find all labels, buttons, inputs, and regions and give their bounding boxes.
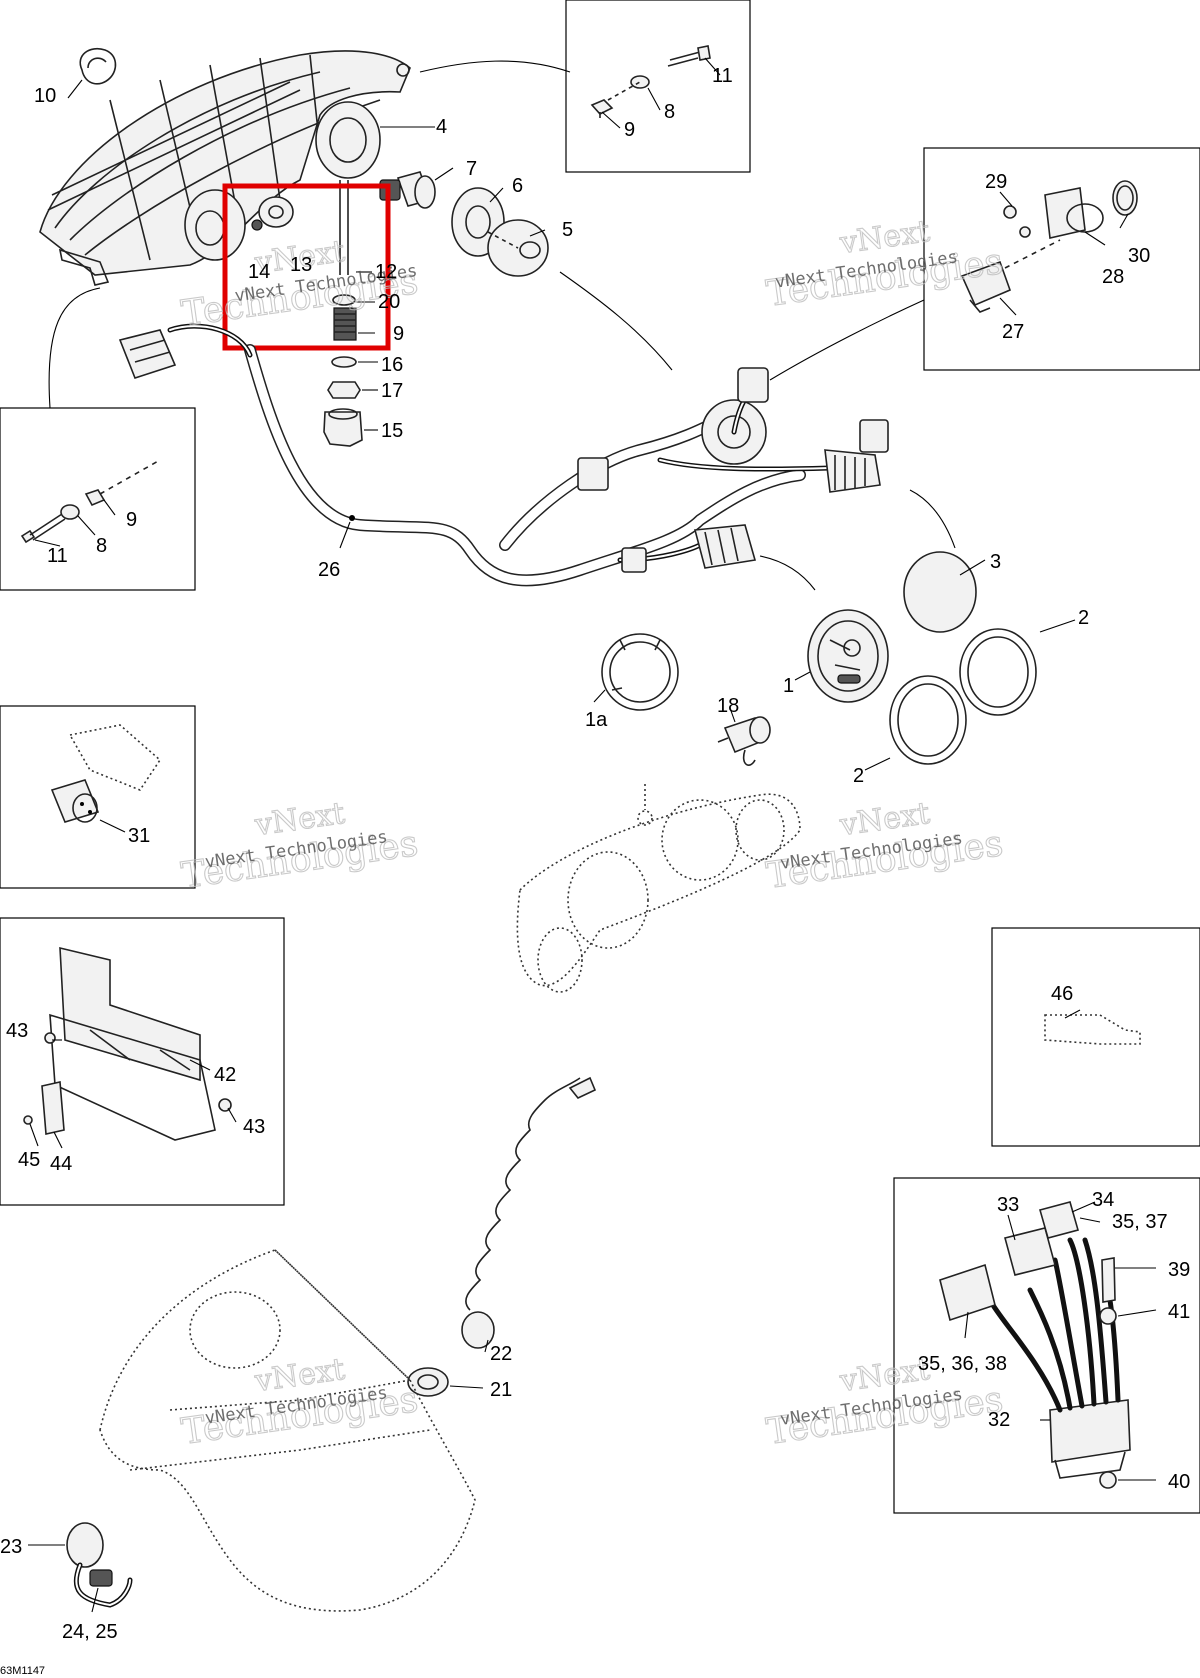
callout-45: 45 xyxy=(18,1149,40,1171)
callout-18: 18 xyxy=(717,695,739,717)
clip-part-10 xyxy=(79,48,117,85)
callout-4: 4 xyxy=(436,116,447,138)
bracket-assembly xyxy=(23,946,232,1141)
fasteners-11-8-9-left xyxy=(20,459,161,544)
switch-part-23 xyxy=(66,1522,133,1608)
callout-28: 28 xyxy=(1102,266,1124,288)
connector-31 xyxy=(50,724,162,823)
callout-9: 9 xyxy=(126,509,137,531)
callout-23: 23 xyxy=(0,1536,22,1558)
inset-box-bracket xyxy=(0,917,285,1206)
leader-lines xyxy=(28,57,1157,1613)
callout-27: 27 xyxy=(1002,321,1024,343)
callout-labels: 10 11 8 9 4 7 6 5 13 14 12 20 9 16 17 15… xyxy=(0,65,1190,1677)
regulator-assembly xyxy=(939,1201,1131,1489)
callout-33: 33 xyxy=(997,1194,1019,1216)
callout-26: 26 xyxy=(318,559,340,581)
callout-15: 15 xyxy=(381,420,403,442)
callout-21: 21 xyxy=(490,1379,512,1401)
inset-box-fasteners-left xyxy=(0,407,196,591)
bulb-socket-grommet xyxy=(379,171,549,277)
callout-9: 9 xyxy=(624,119,635,141)
callout-31: 31 xyxy=(128,825,150,847)
callout-2: 2 xyxy=(1078,607,1089,629)
sensor-parts xyxy=(960,180,1138,313)
callout-24-25: 24, 25 xyxy=(62,1621,118,1643)
callout-10: 10 xyxy=(34,85,56,107)
callout-41: 41 xyxy=(1168,1301,1190,1323)
callout-3: 3 xyxy=(990,551,1001,573)
callout-40: 40 xyxy=(1168,1471,1190,1493)
inset-box-fasteners-top xyxy=(565,0,751,173)
callout-11: 11 xyxy=(47,545,68,567)
callout-1: 1 xyxy=(783,675,794,697)
callout-8: 8 xyxy=(664,101,675,123)
wiring-harness-26 xyxy=(118,323,889,587)
inset-box-part-46 xyxy=(991,927,1200,1147)
callout-42: 42 xyxy=(214,1064,236,1086)
callout-39: 39 xyxy=(1168,1259,1190,1281)
dashboard-outline xyxy=(516,784,801,993)
callout-29: 29 xyxy=(985,171,1007,193)
figure-code: 63M1147 xyxy=(0,1665,45,1677)
inset-box-regulator xyxy=(893,1177,1200,1514)
callout-30: 30 xyxy=(1128,245,1150,267)
headlight-assembly xyxy=(39,50,411,286)
callout-2: 2 xyxy=(853,765,864,787)
callout-7: 7 xyxy=(466,158,477,180)
callout-46: 46 xyxy=(1051,983,1073,1005)
callout-6: 6 xyxy=(512,175,523,197)
callout-43: 43 xyxy=(243,1116,265,1138)
gauges xyxy=(601,551,1037,765)
callout-22: 22 xyxy=(490,1343,512,1365)
safety-lanyard xyxy=(407,1076,597,1397)
callout-5: 5 xyxy=(562,219,573,241)
callout-35-36-38: 35, 36, 38 xyxy=(918,1353,1007,1375)
callout-8: 8 xyxy=(96,535,107,557)
callout-11: 11 xyxy=(712,65,733,87)
dotted-body-panel xyxy=(99,1249,476,1612)
highlight-box xyxy=(222,183,391,351)
callout-16: 16 xyxy=(381,354,403,376)
callout-34: 34 xyxy=(1092,1189,1114,1211)
callout-44: 44 xyxy=(50,1153,72,1175)
callout-43: 43 xyxy=(6,1020,28,1042)
inset-box-sensor xyxy=(923,147,1200,371)
fasteners-11-8-9-top xyxy=(590,45,711,118)
inset-box-connector-31 xyxy=(0,705,196,889)
callout-1a: 1a xyxy=(585,709,608,731)
inset-boxes xyxy=(0,0,1200,1514)
part-46 xyxy=(1044,1014,1141,1045)
callout-13: 13 xyxy=(290,254,312,276)
callout-17: 17 xyxy=(381,380,403,402)
callout-9: 9 xyxy=(393,323,404,345)
callout-32: 32 xyxy=(988,1409,1010,1431)
callout-14: 14 xyxy=(248,261,270,283)
callout-20: 20 xyxy=(378,291,400,313)
callout-35-37: 35, 37 xyxy=(1112,1211,1168,1233)
callout-12: 12 xyxy=(375,261,397,283)
watermarks: vNext Technologies vNext Technologies vN… xyxy=(178,213,1006,1453)
adjuster-stack xyxy=(251,180,363,447)
switch-part-18 xyxy=(717,716,771,766)
